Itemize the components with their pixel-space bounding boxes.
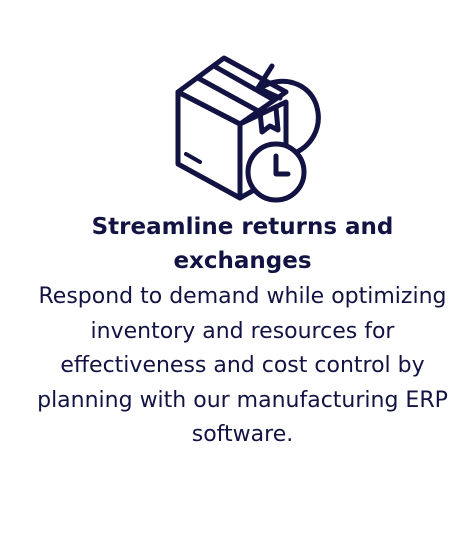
- card-title: Streamline returns and exchanges: [91, 214, 394, 274]
- box-return-clock-icon: [170, 52, 330, 207]
- card-description: Respond to demand while optimizing inven…: [37, 284, 448, 447]
